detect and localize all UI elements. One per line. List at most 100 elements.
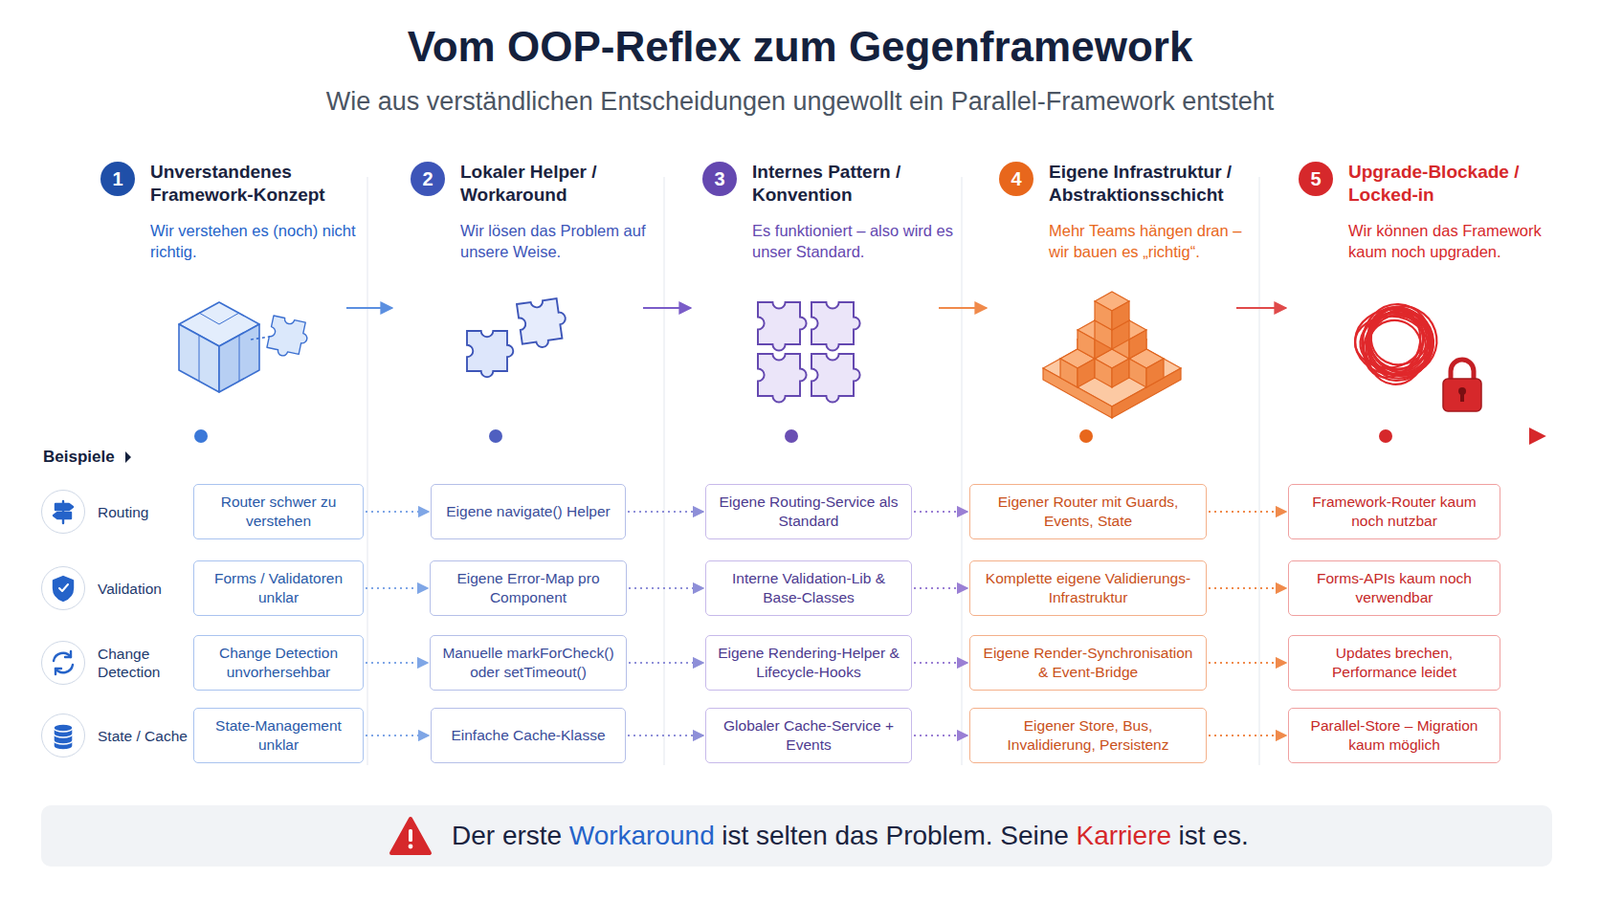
example-box: Router schwer zu verstehen	[193, 484, 364, 540]
box-text: Eigene Rendering-Helper & Lifecycle-Hook…	[714, 644, 903, 683]
row-label: State / Cache	[41, 713, 195, 758]
stage-arrow	[346, 307, 1287, 310]
title: Vom OOP-Reflex zum Gegenframework	[0, 22, 1600, 71]
row-label: Routing	[41, 489, 195, 534]
icon-circle	[41, 641, 86, 686]
box-text: Eigene Routing-Service als Standard	[714, 492, 903, 532]
example-box: Eigene Routing-Service als Standard	[705, 484, 912, 540]
example-box: Change Detection unvorhersehbar	[193, 635, 364, 691]
banner-text: Der erste	[451, 821, 562, 852]
step-heading: Unverstandenes Framework-Konzept	[150, 160, 380, 207]
row-label-text: State / Cache	[97, 727, 189, 746]
step-heading: Upgrade-Blockade / Locked-in	[1348, 160, 1578, 207]
box-text: Komplette eigene Validierungs-Infrastruk…	[978, 569, 1198, 608]
box-text: Globaler Cache-Service + Events	[714, 716, 903, 756]
stage-column: 3Internes Pattern / KonventionEs funktio…	[702, 160, 990, 267]
example-box: Interne Validation-Lib & Base-Classes	[705, 560, 912, 617]
row-label: Change Detection	[41, 641, 195, 686]
row-label-text: Routing	[97, 503, 189, 522]
stage-column: 2 Lokaler Helper / WorkaroundWir lösen da…	[410, 160, 698, 267]
step-description: Wir können das Framework kaum noch upgra…	[1348, 220, 1564, 263]
example-box: Framework-Router kaum noch nutzbar	[1288, 484, 1501, 540]
example-box: Parallel-Store – Migration kaum möglich	[1288, 708, 1501, 764]
row-label-text: Validation	[97, 579, 189, 599]
icon-circle	[41, 566, 86, 611]
dotted-arrow	[627, 511, 704, 513]
padlock	[1443, 359, 1482, 412]
example-box: Eigene Render-Synchronisation & Event-Br…	[969, 635, 1207, 691]
tangle	[1352, 293, 1449, 390]
dotted-arrow	[913, 587, 968, 590]
step-description: Wir verstehen es (noch) nicht richtig.	[150, 220, 366, 263]
dotted-arrow	[365, 734, 429, 737]
dotted-arrow	[628, 587, 704, 590]
box-text: Updates brechen, Performance leidet	[1297, 644, 1491, 683]
example-box: Manuelle markForCheck() oder setTimeout(…	[429, 635, 627, 691]
block-stack	[1043, 291, 1181, 419]
row-label: Validation	[41, 566, 195, 611]
example-box: Updates brechen, Performance leidet	[1288, 635, 1501, 691]
step-number: 2	[410, 161, 445, 197]
subtitle: Wie aus verständlichen Entscheidungen un…	[0, 87, 1600, 117]
example-box: Forms-APIs kaum noch verwendbar	[1288, 560, 1501, 617]
dotted-arrow	[913, 734, 968, 737]
timeline	[194, 429, 1545, 444]
dotted-arrow	[1208, 662, 1287, 665]
icon-circle	[41, 713, 86, 758]
banner-text: Karriere	[1075, 821, 1172, 852]
step-heading: Eigene Infrastruktur / Abstraktionsschic…	[1048, 160, 1279, 207]
section-label: Beispiele	[43, 447, 115, 467]
banner-ground	[41, 805, 1553, 867]
step-heading: Lokaler Helper / Workaround	[460, 160, 690, 207]
example-box: Eigene Rendering-Helper & Lifecycle-Hook…	[705, 635, 912, 691]
row-label-text: Change Detection	[97, 644, 189, 682]
example-box: Eigener Router mit Guards, Events, State	[969, 484, 1207, 540]
box-text: Eigene Error-Map pro Component	[439, 569, 618, 608]
box-text: Eigene Render-Synchronisation & Event-Br…	[978, 644, 1198, 683]
dotted-arrow	[365, 587, 428, 590]
box-text: Forms / Validatoren unklar	[202, 569, 355, 608]
dotted-arrow	[913, 511, 968, 513]
box-text: Eigene navigate() Helper	[445, 502, 610, 522]
step-number: 3	[702, 161, 737, 197]
box-text: Framework-Router kaum noch nutzbar	[1297, 492, 1491, 532]
dotted-arrow	[1208, 587, 1287, 590]
dotted-arrow	[628, 662, 704, 665]
dotted-arrow	[365, 511, 429, 513]
box-text: Forms-APIs kaum noch verwendbar	[1297, 569, 1491, 608]
dotted-arrow	[627, 734, 704, 737]
example-box: Forms / Validatoren unklar	[193, 560, 364, 617]
dotted-arrow	[913, 662, 968, 665]
box-text: Change Detection unvorhersehbar	[202, 644, 355, 683]
step-number: 5	[1298, 161, 1334, 197]
box-text: Router schwer zu verstehen	[202, 492, 355, 532]
example-box: State-Management unklar	[193, 708, 364, 764]
puzzle-cube	[178, 302, 311, 393]
example-box: Eigene navigate() Helper	[430, 484, 626, 540]
example-box: Einfache Cache-Klasse	[430, 708, 626, 764]
box-text: Einfache Cache-Klasse	[450, 726, 605, 746]
puzzle-grid	[757, 302, 861, 403]
takeaway-banner: Der ersteWorkaroundist selten das Proble…	[41, 805, 1553, 867]
stage-column: 4 Eigene Infrastruktur / Abstraktionsschi…	[999, 160, 1287, 267]
icon-circle	[41, 489, 86, 534]
step-number: 4	[999, 161, 1034, 197]
row-icons	[53, 501, 73, 751]
dotted-arrow	[1208, 734, 1287, 737]
dotted-arrow	[365, 662, 428, 665]
example-box: Komplette eigene Validierungs-Infrastruk…	[969, 560, 1207, 617]
box-text: Eigener Router mit Guards, Events, State	[978, 492, 1198, 532]
stage-column: 5 Upgrade-Blockade / Locked-inWir können …	[1298, 160, 1586, 267]
box-text: State-Management unklar	[202, 716, 355, 756]
box-text: Eigener Store, Bus, Invalidierung, Persi…	[978, 716, 1198, 756]
step-description: Wir lösen das Problem auf unsere Weise.	[460, 220, 676, 263]
stage-column: 1 Unverstandenes Framework-KonzeptWir ver…	[100, 160, 388, 267]
box-text: Interne Validation-Lib & Base-Classes	[714, 569, 903, 608]
column-separator	[367, 177, 1260, 766]
step-description: Mehr Teams hängen dran – wir bauen es „r…	[1048, 220, 1265, 263]
beispiele-arrow	[125, 451, 132, 464]
example-box: Eigene Error-Map pro Component	[429, 560, 627, 617]
step-number: 1	[100, 161, 135, 197]
